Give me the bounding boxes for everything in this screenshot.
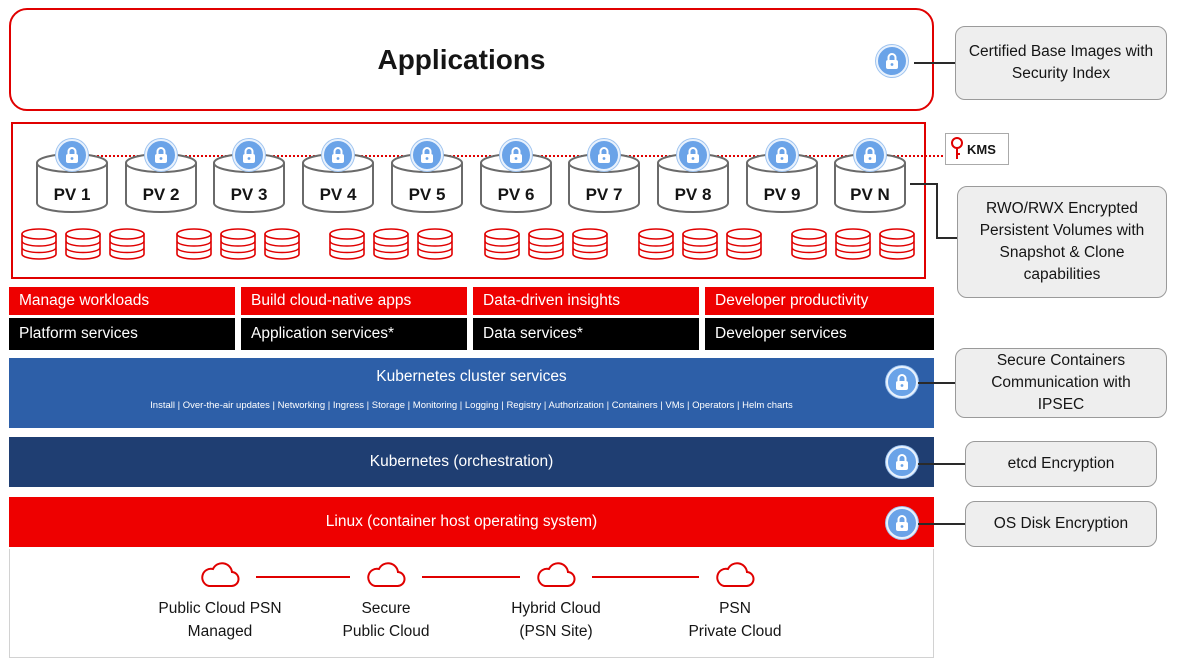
- cloud-label: Hybrid Cloud (PSN Site): [471, 597, 641, 643]
- key-icon: [951, 137, 963, 159]
- database-disk-icon: [790, 227, 828, 261]
- callout-rwo-rwx-encrypted-volumes: RWO/RWX Encrypted Persistent Volumes wit…: [957, 186, 1167, 298]
- kms-label: KMS: [967, 141, 996, 157]
- kms-badge: KMS: [945, 133, 1009, 165]
- lock-icon: [56, 139, 88, 171]
- connector-line: [918, 523, 966, 525]
- database-disk-icon: [834, 227, 872, 261]
- database-disk-icon: [372, 227, 410, 261]
- pv-label: PV 5: [408, 185, 446, 204]
- lock-icon: [588, 139, 620, 171]
- service-bottom-1: Application services*: [241, 318, 467, 350]
- cloud-label-line2: Managed: [187, 623, 253, 640]
- cloud-icon: [714, 560, 756, 590]
- callout-os-disk-encryption: OS Disk Encryption: [965, 501, 1157, 547]
- database-disk-icon: [263, 227, 301, 261]
- database-disk-icon: [483, 227, 521, 261]
- database-disk-icon: [571, 227, 609, 261]
- cloud-label-line2: Private Cloud: [688, 623, 782, 640]
- lock-icon: [233, 139, 265, 171]
- database-disk-icon: [328, 227, 366, 261]
- pv-label: PV 7: [585, 185, 623, 204]
- applications-title: Applications: [377, 43, 546, 75]
- lock-icon: [886, 507, 918, 539]
- service-top-2: Data-driven insights: [473, 287, 699, 315]
- service-bottom-3: Developer services: [705, 318, 934, 350]
- lock-icon: [876, 45, 908, 77]
- kubernetes-cluster-services-title: Kubernetes cluster services: [376, 368, 567, 385]
- database-disk-icon: [64, 227, 102, 261]
- lock-icon: [500, 139, 532, 171]
- connector-line: [910, 183, 938, 185]
- pv-label: PV 6: [497, 185, 535, 204]
- connector-line: [918, 463, 966, 465]
- pv-label: PV N: [850, 185, 890, 204]
- service-top-0: Manage workloads: [9, 287, 235, 315]
- cloud-label-line1: Hybrid Cloud: [511, 600, 601, 617]
- cloud-icon: [365, 560, 407, 590]
- kubernetes-cluster-services-bar: [9, 358, 934, 428]
- lock-icon: [411, 139, 443, 171]
- callout-etcd-encryption: etcd Encryption: [965, 441, 1157, 487]
- pv-label: PV 9: [763, 185, 801, 204]
- lock-icon: [322, 139, 354, 171]
- database-disk-icon: [878, 227, 916, 261]
- cloud-connector-line: [256, 576, 350, 578]
- database-disk-icon: [20, 227, 58, 261]
- service-bottom-2: Data services*: [473, 318, 699, 350]
- linux-bar: Linux (container host operating system): [9, 497, 934, 547]
- pv-label: PV 2: [142, 185, 180, 204]
- callout-certified-base-images: Certified Base Images with Security Inde…: [955, 26, 1167, 100]
- cloud-label-line2: (PSN Site): [519, 623, 593, 640]
- callout-ipsec: Secure Containers Communication with IPS…: [955, 348, 1167, 418]
- database-disk-icon: [681, 227, 719, 261]
- cloud-icon: [199, 560, 241, 590]
- cloud-label-line1: Public Cloud PSN: [158, 600, 282, 617]
- cloud-label-line1: Secure: [361, 600, 411, 617]
- lock-icon: [886, 446, 918, 478]
- cloud-label-line1: PSN: [719, 600, 751, 617]
- database-disk-icon: [219, 227, 257, 261]
- database-disk-icon: [527, 227, 565, 261]
- lock-icon: [677, 139, 709, 171]
- cloud-label-line2: Public Cloud: [342, 623, 430, 640]
- database-disk-icon: [175, 227, 213, 261]
- cloud-targets-box: [9, 549, 934, 658]
- pv-label: PV 4: [319, 185, 357, 204]
- storage-cylinder-icon: [745, 153, 819, 215]
- kubernetes-cluster-services-list: Install | Over-the-air updates | Network…: [150, 400, 793, 411]
- service-top-3: Developer productivity: [705, 287, 934, 315]
- pv-label: PV 1: [53, 185, 91, 204]
- service-bottom-0: Platform services: [9, 318, 235, 350]
- database-disk-icon: [108, 227, 146, 261]
- kubernetes-orchestration-bar: Kubernetes (orchestration): [9, 437, 934, 487]
- service-top-1: Build cloud-native apps: [241, 287, 467, 315]
- pv-label: PV 8: [674, 185, 712, 204]
- cloud-connector-line: [422, 576, 520, 578]
- cloud-label: Public Cloud PSN Managed: [135, 597, 305, 643]
- connector-line: [914, 62, 956, 64]
- connector-line: [936, 183, 938, 239]
- storage-cylinder-icon: [390, 153, 464, 215]
- connector-line: [936, 237, 958, 239]
- cloud-connector-line: [592, 576, 699, 578]
- connector-line: [918, 382, 956, 384]
- cloud-icon: [535, 560, 577, 590]
- database-disk-icon: [416, 227, 454, 261]
- lock-icon: [886, 366, 918, 398]
- lock-icon: [854, 139, 886, 171]
- storage-cylinder-icon: [301, 153, 375, 215]
- cloud-label: PSN Private Cloud: [650, 597, 820, 643]
- lock-icon: [766, 139, 798, 171]
- pv-label: PV 3: [230, 185, 268, 204]
- database-disk-icon: [725, 227, 763, 261]
- applications-box: [9, 8, 934, 111]
- lock-icon: [145, 139, 177, 171]
- database-disk-icon: [637, 227, 675, 261]
